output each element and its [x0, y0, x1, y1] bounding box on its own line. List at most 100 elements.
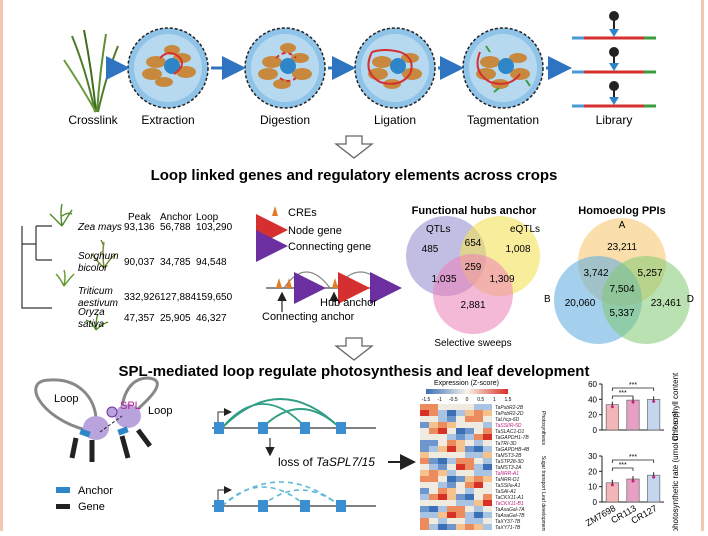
- section2-title: SPL-mediated loop regulate photosynthesi…: [119, 363, 590, 380]
- heatmap-cell: [483, 452, 492, 458]
- heatmap-cell: [429, 434, 438, 440]
- heatmap-cell: [447, 524, 456, 530]
- heatmap-cell: [420, 440, 429, 446]
- step-label-library: Library: [596, 113, 633, 127]
- bar: [605, 404, 619, 431]
- heatmap-cell: [465, 416, 474, 422]
- heatmap-cell: [483, 470, 492, 476]
- data-point: [610, 405, 614, 409]
- heatmap-cell: [420, 416, 429, 422]
- nucleus-tagmentation-icon: [462, 27, 544, 109]
- heatmap-cell: [456, 464, 465, 470]
- heatmap-cell: [438, 410, 447, 416]
- heatmap-gene-label: TaMST3-2B: [495, 453, 522, 459]
- heatmap-cell: [456, 404, 465, 410]
- y-tick-label: 0: [593, 426, 598, 435]
- heatmap-cell: [465, 518, 474, 524]
- heatmap-cell: [456, 416, 465, 422]
- heatmap-cell: [438, 488, 447, 494]
- heatmap-cell: [456, 434, 465, 440]
- legend-connecting-anchor: Connecting anchor: [262, 311, 355, 323]
- heatmap-cell: [429, 476, 438, 482]
- heatmap-group-label: Photosynthesis: [540, 411, 546, 445]
- heatmap-gene-label: TaAxaGal-7B: [495, 513, 525, 519]
- heatmap-cell: [456, 446, 465, 452]
- heatmap-gene-label: TaSAI-A1: [495, 489, 516, 495]
- heatmap-cell: [456, 482, 465, 488]
- heatmap-gene-label: TaXY71-7B: [495, 525, 521, 531]
- heatmap-cell: [447, 434, 456, 440]
- loop-legend: CREs Node gene Connecting gene: [256, 206, 371, 262]
- phylogeny-tree: [21, 225, 52, 309]
- ppi-title: Homoeolog PPIs: [578, 205, 665, 217]
- hubs-value: 654: [465, 238, 482, 249]
- table-cell-anchor: 34,785: [160, 257, 191, 268]
- heatmap-cell: [465, 476, 474, 482]
- heatmap-cell: [465, 410, 474, 416]
- heatmap-cell: [483, 446, 492, 452]
- loop-label-right: Loop: [148, 405, 172, 417]
- sig-label: ***: [619, 390, 627, 397]
- heatmap-cell: [429, 518, 438, 524]
- table-cell-loop: 94,548: [196, 257, 227, 268]
- section1-title: Loop linked genes and regulatory element…: [151, 167, 558, 184]
- heatmap-gene-label: TaSTP28-3D: [495, 459, 524, 465]
- heatmap-cell: [465, 440, 474, 446]
- data-point: [610, 483, 614, 487]
- heatmap-cell: [447, 500, 456, 506]
- heatmap-cell: [447, 488, 456, 494]
- heatmap-gene-label: TaSLAC1-D1: [495, 429, 524, 435]
- legend-gene: Gene: [78, 501, 105, 513]
- heatmap-cell: [474, 428, 483, 434]
- heatmap-cell: [456, 506, 465, 512]
- loop-schematic: [266, 271, 402, 312]
- heatmap-scale-tick: -1.5: [422, 397, 431, 403]
- heatmap-cell: [456, 428, 465, 434]
- heatmap-cell: [438, 416, 447, 422]
- y-axis-label: Net photosynthetic rate (umol m⁻² s⁻¹): [671, 411, 680, 531]
- heatmap-cell: [474, 476, 483, 482]
- heatmap-cell: [438, 524, 447, 530]
- heatmap-cell: [447, 428, 456, 434]
- hubs-value: 259: [465, 262, 482, 273]
- heatmap-cell: [447, 470, 456, 476]
- heatmap-cell: [465, 404, 474, 410]
- heatmap-cell: [465, 524, 474, 530]
- heatmap-cell: [429, 428, 438, 434]
- heatmap-cell: [474, 518, 483, 524]
- heatmap-cell: [474, 500, 483, 506]
- heatmap-cell: [420, 482, 429, 488]
- step-label-crosslink: Crosslink: [68, 113, 118, 127]
- heatmap-cell: [420, 524, 429, 530]
- heatmap-cell: [474, 458, 483, 464]
- heatmap-cell: [429, 500, 438, 506]
- heatmap-cell: [474, 470, 483, 476]
- heatmap-cell: [483, 494, 492, 500]
- ppi-label-d: D: [687, 294, 694, 305]
- species-name: Triticum: [78, 286, 113, 297]
- heatmap-cell: [465, 458, 474, 464]
- table-header-peak: Peak: [128, 212, 152, 223]
- heatmap-cell: [483, 410, 492, 416]
- heatmap-cell: [474, 422, 483, 428]
- heatmap-cell: [438, 452, 447, 458]
- nucleus-digestion-icon: [244, 27, 326, 109]
- hubs-label-qtls: QTLs: [426, 224, 450, 235]
- heatmap-cell: [474, 488, 483, 494]
- heatmap-scale-tick: -1: [437, 397, 442, 403]
- y-tick-label: 60: [588, 380, 597, 389]
- ppi-value: 5,257: [637, 268, 662, 279]
- legend-cres: CREs: [288, 207, 317, 219]
- heatmap-gene-label: TaGAPDHB-4B: [495, 447, 530, 453]
- heatmap-cell: [465, 506, 474, 512]
- heatmap-cell: [447, 476, 456, 482]
- heatmap-cell: [474, 464, 483, 470]
- heatmap-cell: [465, 470, 474, 476]
- heatmap-cell: [438, 506, 447, 512]
- heatmap-cell: [429, 488, 438, 494]
- table-cell-peak: 332,926: [124, 292, 161, 303]
- heatmap-gene-label: TaCKX11-B1: [495, 501, 524, 507]
- heatmap-cell: [438, 518, 447, 524]
